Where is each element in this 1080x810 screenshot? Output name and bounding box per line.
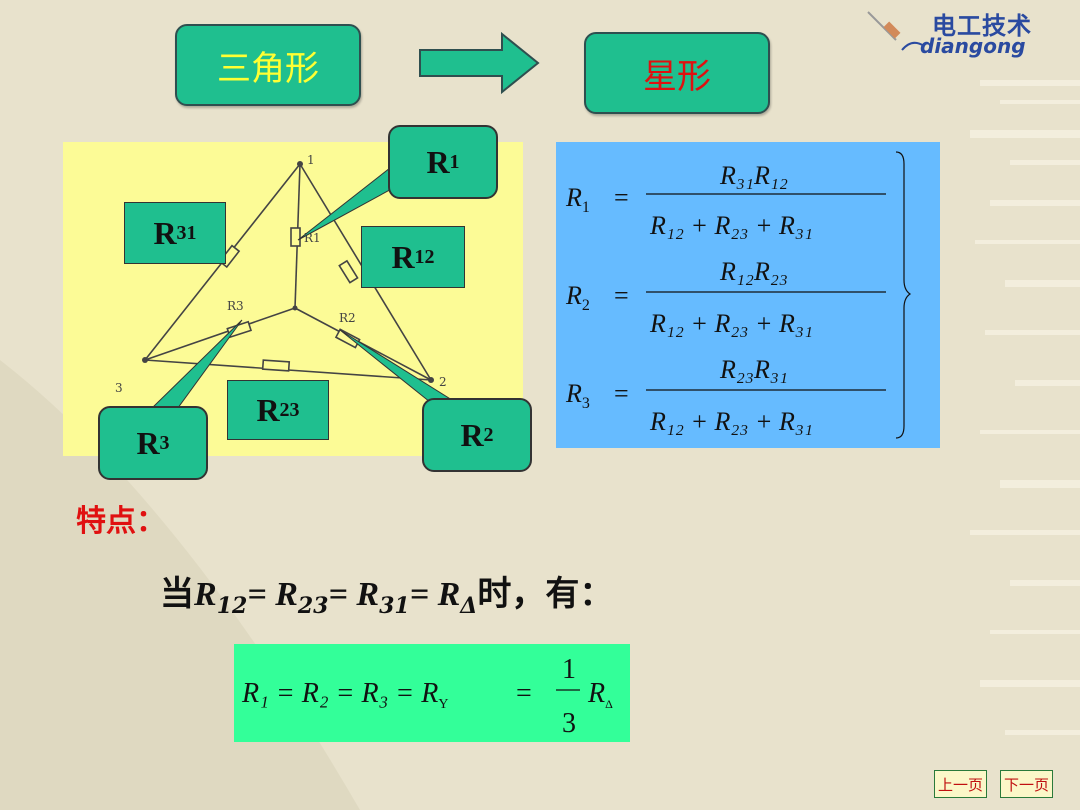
node-1-label: 1 xyxy=(307,153,315,167)
formula-r2: R2 = R₁₂R₂₃ R₁₂ + R₂₃ + R₃₁ xyxy=(565,257,886,338)
svg-text:=: = xyxy=(516,678,532,709)
svg-text:=: = xyxy=(614,379,629,408)
svg-text:R2: R2 xyxy=(565,281,590,314)
next-page-button[interactable]: 下一页 xyxy=(1000,770,1054,798)
svg-text:R1: R1 xyxy=(565,183,590,216)
svg-text:R₁₂ + R₂₃ + R₃₁: R₁₂ + R₂₃ + R₃₁ xyxy=(649,211,813,240)
equal-result-formula: R₁ = R₂ = R₃ = RY = 1 3 RΔ xyxy=(234,644,630,742)
logo-text-en: diangong xyxy=(920,34,1026,58)
star-title: 星形 xyxy=(584,32,770,114)
formula-r3: R3 = R₂₃R₃₁ R₁₂ + R₂₃ + R₃₁ xyxy=(565,355,886,436)
equal-condition: 当R12= R23= R31= RΔ时，有： xyxy=(160,574,614,619)
svg-text:R₃₁R₁₂: R₃₁R₁₂ xyxy=(719,161,788,190)
feature-heading: 特点： xyxy=(76,504,166,539)
svg-text:R3: R3 xyxy=(565,379,590,412)
svg-text:R₂₃R₃₁: R₂₃R₃₁ xyxy=(719,355,788,384)
svg-text:R₁₂R₂₃: R₁₂R₂₃ xyxy=(719,257,788,286)
svg-text:R₁₂ + R₂₃ + R₃₁: R₁₂ + R₂₃ + R₃₁ xyxy=(649,309,813,338)
right-arrow-icon xyxy=(419,31,540,95)
svg-text:=: = xyxy=(614,281,629,310)
sketch-r3-label: R3 xyxy=(227,299,244,313)
triangle-title: 三角形 xyxy=(175,24,361,106)
svg-text:R₁₂ + R₂₃ + R₃₁: R₁₂ + R₂₃ + R₃₁ xyxy=(649,407,813,436)
resistor-logo-icon xyxy=(867,11,925,51)
svg-text:3: 3 xyxy=(562,708,576,739)
formula-r1: R1 = R₃₁R₁₂ R₁₂ + R₂₃ + R₃₁ xyxy=(565,161,886,240)
node-2-label: 2 xyxy=(439,375,447,389)
background-decoration xyxy=(970,80,1080,735)
svg-text:1: 1 xyxy=(562,654,576,685)
logo-text-cn: 电工技术 xyxy=(932,12,1032,40)
prev-page-button[interactable]: 上一页 xyxy=(934,770,988,798)
svg-text:R₁ = R₂ = R₃ = RY: R₁ = R₂ = R₃ = RY xyxy=(241,678,448,712)
svg-text:RΔ: RΔ xyxy=(587,678,613,711)
svg-text:=: = xyxy=(614,183,629,212)
sketch-r2-label: R2 xyxy=(339,311,356,325)
logo: 电工技术 diangong xyxy=(862,6,1072,66)
conversion-formulas: R1 = R₃₁R₁₂ R₁₂ + R₂₃ + R₃₁ R2 = R₁₂R₂₃ … xyxy=(556,142,940,448)
node-3-label: 3 xyxy=(115,381,123,395)
right-brace xyxy=(895,151,912,439)
